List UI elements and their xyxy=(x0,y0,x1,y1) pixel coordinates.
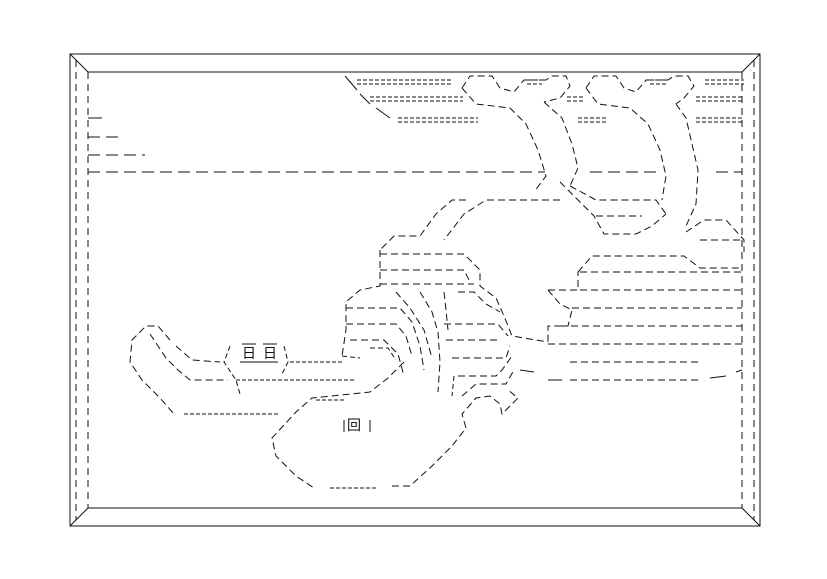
glyph-marks: 日 日 回 xyxy=(242,344,370,434)
antenna-right-stalk xyxy=(586,88,666,200)
frame-outer xyxy=(70,54,760,526)
tail-fan xyxy=(686,220,744,252)
shell-body xyxy=(380,254,548,342)
frame-corner-tl xyxy=(70,54,88,72)
leg xyxy=(396,292,432,358)
left-arm xyxy=(130,326,356,414)
leg xyxy=(452,376,454,396)
antenna-left-stalk xyxy=(462,88,546,192)
back-shell xyxy=(380,200,466,250)
leg xyxy=(346,324,412,356)
arm-inner xyxy=(150,334,228,380)
water-slash xyxy=(360,94,370,104)
left-dash-marks xyxy=(88,118,742,172)
leg xyxy=(452,346,510,358)
head-lower xyxy=(560,182,666,234)
antenna-left-inner xyxy=(544,102,578,186)
tail-dash xyxy=(710,376,726,378)
antenna-right-tip xyxy=(586,76,694,104)
eye-glyph: 回 xyxy=(347,418,361,434)
claw xyxy=(272,348,518,488)
claw-joint xyxy=(370,348,396,360)
tail-dash xyxy=(520,370,534,372)
leg xyxy=(444,324,508,336)
tail-segment xyxy=(578,256,742,272)
glyph-box-a: 日 xyxy=(242,346,256,362)
tail-dash xyxy=(736,370,742,372)
leg xyxy=(458,356,512,376)
legs xyxy=(346,292,514,396)
antenna-left-tip xyxy=(462,76,570,102)
leg xyxy=(458,292,500,312)
claw-outer xyxy=(272,362,404,488)
arm-outer xyxy=(130,326,174,414)
head-upper xyxy=(570,186,666,214)
tail-segments xyxy=(520,220,744,380)
shell-segment xyxy=(380,270,470,282)
claw-joint xyxy=(342,356,360,358)
picture-frame xyxy=(70,54,760,526)
leg xyxy=(346,308,424,370)
water-slash xyxy=(376,108,390,118)
leg xyxy=(462,370,514,396)
antenna-right-inner xyxy=(676,104,698,226)
arm-joint xyxy=(282,346,288,374)
antennae xyxy=(462,76,698,226)
frame-corner-bl xyxy=(70,508,88,526)
leg xyxy=(444,292,448,330)
tail-join xyxy=(548,272,578,290)
carapace xyxy=(342,182,666,356)
arm-inner xyxy=(176,346,220,362)
frame-corner-tr xyxy=(742,54,760,72)
leg xyxy=(350,340,404,376)
glyph-box-b: 日 xyxy=(263,346,277,362)
water-lines-top xyxy=(345,76,744,122)
water-slash xyxy=(345,76,357,90)
arm-joint xyxy=(224,346,240,394)
leg xyxy=(420,292,440,392)
frame-corner-br xyxy=(742,508,760,526)
tail-join xyxy=(548,290,572,342)
back-ridge xyxy=(444,200,560,240)
claw-pincer xyxy=(392,390,518,486)
